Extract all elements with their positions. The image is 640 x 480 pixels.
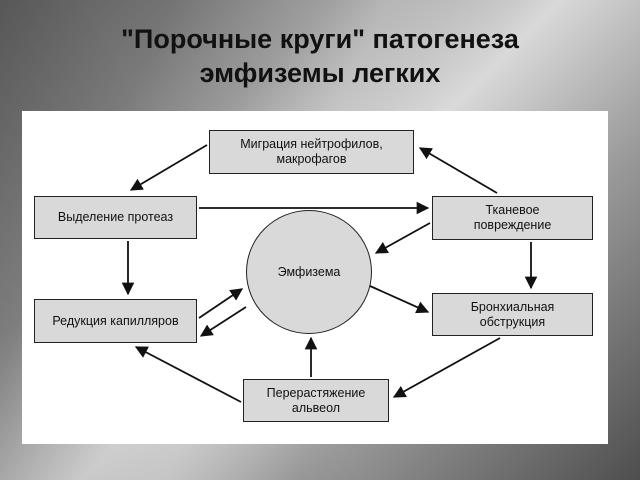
node-protease: Выделение протеаз [34,196,197,239]
node-emphysema-label: Эмфизема [277,265,341,279]
node-bronchial-label: Бронхиальная обструкция [470,299,555,329]
node-protease-label: Выделение протеаз [57,210,174,224]
node-overstretch-label: Перерастяжение альвеол [266,385,366,415]
node-capillary-label: Редукция капилляров [52,313,179,328]
slide-title: "Порочные круги" патогенеза эмфиземы лег… [0,22,640,90]
title-line-1: "Порочные круги" патогенеза [121,24,519,54]
node-migration-label: Миграция нейтрофилов, макрофагов [240,137,383,166]
node-bronchial: Бронхиальная обструкция [432,293,593,336]
node-emphysema: Эмфизема [246,210,372,334]
node-migration: Миграция нейтрофилов, макрофагов [209,130,414,174]
node-overstretch: Перерастяжение альвеол [243,379,389,422]
node-damage: Тканевое повреждение [432,196,593,240]
node-damage-label: Тканевое повреждение [473,203,552,232]
node-capillary: Редукция капилляров [34,299,197,343]
title-line-2: эмфиземы легких [199,58,441,88]
